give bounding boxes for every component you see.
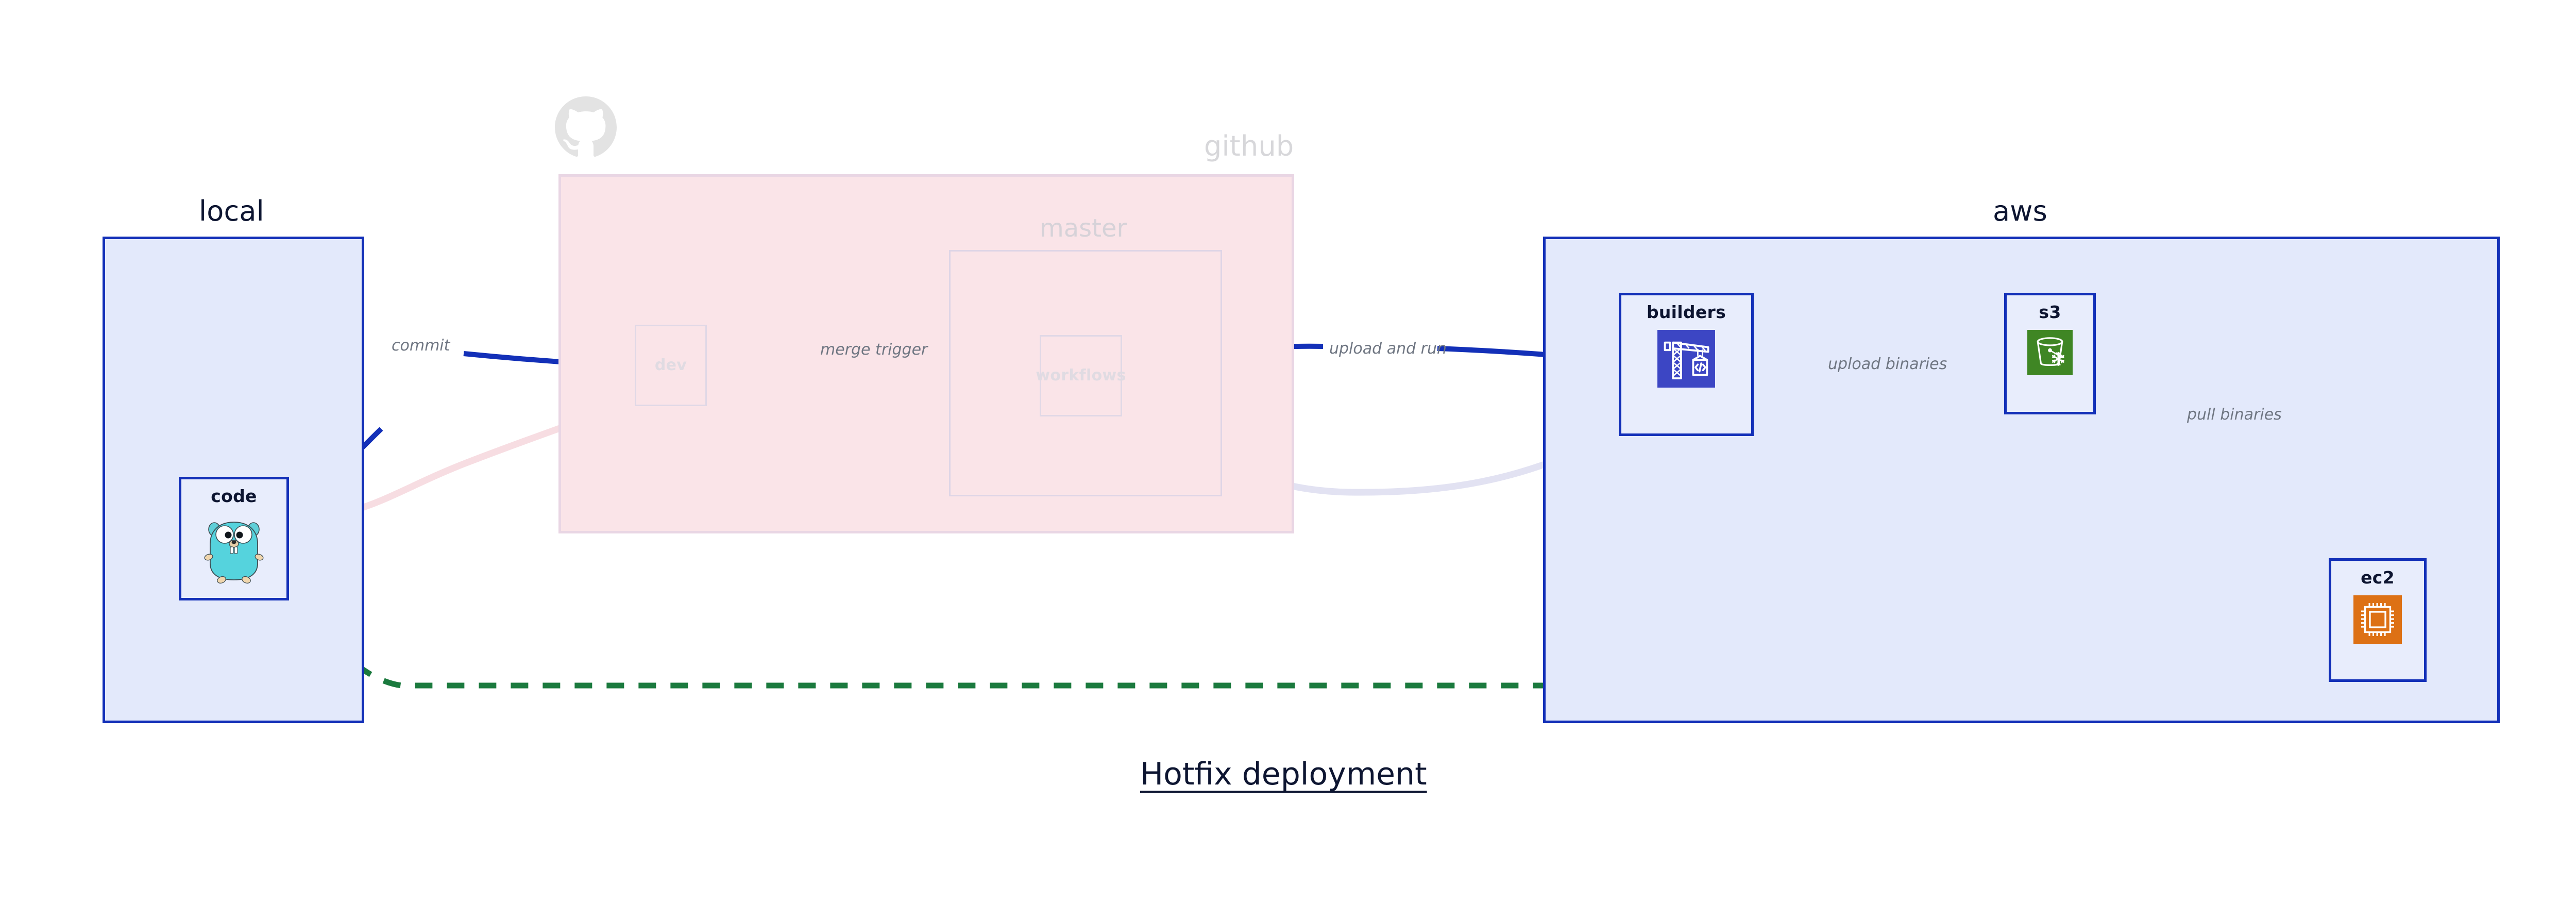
node-dev[interactable]: dev [635,325,707,406]
edge-label-merge-trigger: merge trigger [820,341,928,359]
group-local-label: local [199,195,264,227]
aws-ec2-chip-icon [2353,595,2402,646]
node-s3[interactable]: s3 [2004,293,2096,414]
node-builders[interactable]: builders [1619,293,1754,436]
node-ec2-label: ec2 [2361,567,2395,588]
group-github[interactable] [558,174,1294,533]
node-code-label: code [211,486,257,506]
node-ec2[interactable]: ec2 [2329,558,2427,682]
edge-label-commit: commit [392,337,450,355]
go-gopher-icon [203,514,265,586]
group-aws-label: aws [1993,195,2047,227]
node-s3-label: s3 [2039,302,2061,322]
subgroup-master[interactable] [949,250,1222,496]
node-workflows[interactable]: workflows [1036,335,1126,416]
node-builders-label: builders [1646,302,1726,322]
diagram-title: Hotfix deployment [1140,756,1427,792]
github-octocat-icon [555,96,617,160]
group-github-label: github [1204,130,1294,162]
aws-codebuild-crane-icon [1657,330,1715,390]
edge-label-pull-binaries: pull binaries [2187,406,2282,424]
aws-s3-glacier-bucket-icon [2027,330,2073,377]
subgroup-master-label: master [1040,214,1127,243]
edge-label-upload-binaries: upload binaries [1828,355,1947,373]
node-code[interactable]: code [179,477,289,600]
node-workflows-label: workflows [1036,366,1126,385]
node-dev-label: dev [654,356,687,374]
edge-label-upload-and-run: upload and run [1329,340,1447,358]
